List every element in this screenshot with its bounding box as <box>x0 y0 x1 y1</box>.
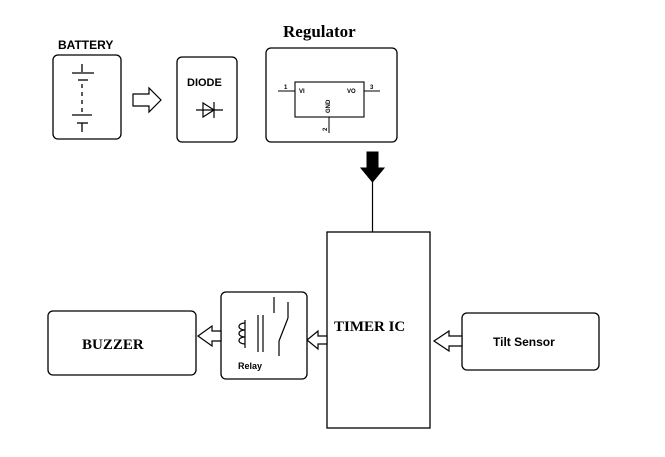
relay-symbol-icon <box>238 297 289 356</box>
regulator-pin-vo: VO <box>347 89 356 95</box>
timer-ic-box <box>326 231 431 429</box>
arrow-battery-to-diode <box>132 86 162 114</box>
regulator-pin-vi: VI <box>299 89 305 95</box>
timer-ic-label: TIMER IC <box>334 319 405 335</box>
diode-label: DIODE <box>187 77 222 89</box>
regulator-pin2-number: 2 <box>323 127 329 131</box>
arrow-regulator-down <box>359 151 386 183</box>
relay-block: Relay <box>220 291 308 380</box>
regulator-pin3-number: 3 <box>370 85 374 91</box>
tilt-sensor-block: Tilt Sensor <box>461 312 600 371</box>
timer-ic-block: TIMER IC <box>326 231 431 429</box>
battery-label: BATTERY <box>58 38 113 52</box>
regulator-ic-icon: VI VO GND 1 2 3 <box>278 81 380 133</box>
regulator-label: Regulator <box>283 22 356 41</box>
diode-block: DIODE <box>176 56 238 143</box>
regulator-block: Regulator VI VO GND 1 2 3 <box>265 22 398 143</box>
battery-block: BATTERY <box>52 38 122 140</box>
arrow-tilt-to-timer <box>432 329 463 353</box>
relay-box <box>220 291 308 380</box>
arrow-timer-to-relay <box>306 329 328 351</box>
arrow-relay-to-buzzer <box>196 324 222 348</box>
diode-symbol-icon <box>196 101 223 119</box>
battery-symbol-icon <box>72 64 94 132</box>
buzzer-block: BUZZER <box>47 310 197 376</box>
regulator-pin-gnd: GND <box>326 99 332 113</box>
regulator-box <box>265 47 398 143</box>
buzzer-box <box>47 310 197 376</box>
buzzer-label: BUZZER <box>82 337 144 353</box>
relay-label: Relay <box>238 361 262 371</box>
diode-box <box>176 56 238 143</box>
battery-box <box>52 54 122 140</box>
regulator-pin1-number: 1 <box>284 85 288 91</box>
tilt-sensor-label: Tilt Sensor <box>493 335 555 349</box>
